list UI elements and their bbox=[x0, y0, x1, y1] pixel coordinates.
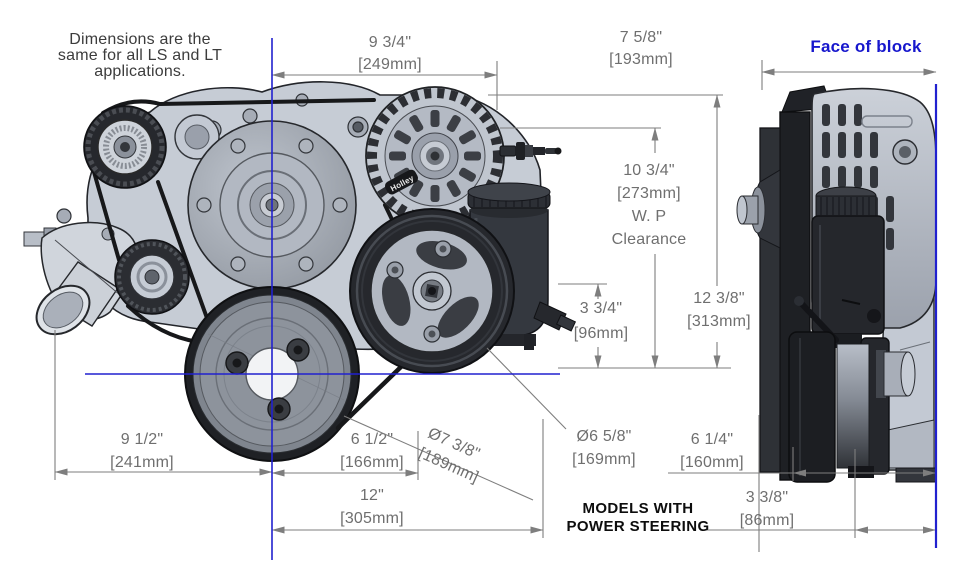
alternator-adjuster-stud bbox=[499, 142, 562, 160]
dim-height-overall-in: 12 3/8" bbox=[693, 290, 745, 307]
dim-side-depth-top: 7 5/8" [193mm] bbox=[609, 29, 937, 552]
belt-crank-to-ps bbox=[335, 359, 409, 431]
dim-ps-pulley-dia-mm: [169mm] bbox=[572, 451, 636, 468]
idler-pulley bbox=[114, 239, 190, 315]
dim-wp-clearance-note1: W. P bbox=[632, 208, 667, 225]
dim-wp-clearance: 10 3/4" [273mm] W. P Clearance bbox=[612, 127, 687, 369]
power-steering-pulley bbox=[349, 208, 515, 374]
note-block: Dimensions are the same for all LS and L… bbox=[58, 31, 222, 80]
tensioner-boss bbox=[174, 114, 220, 160]
side-view bbox=[736, 85, 937, 483]
dim-belt-to-block-in: 3 3/8" bbox=[746, 489, 788, 506]
dim-wp-outlet: 9 1/2" [241mm] bbox=[54, 330, 273, 480]
dim-wp-clearance-mm: [273mm] bbox=[617, 185, 681, 202]
dim-ps-port-in: 3 3/4" bbox=[580, 300, 622, 317]
dim-front-width-top-in: 9 3/4" bbox=[369, 34, 411, 51]
dim-front-width-top-mm: [249mm] bbox=[358, 56, 422, 73]
note-line-3: applications. bbox=[94, 63, 186, 80]
tensioner-pulley bbox=[83, 105, 167, 189]
dim-ps-pulley-dia-in: Ø6 5/8" bbox=[576, 428, 631, 445]
dim-ps-port-mm: [96mm] bbox=[574, 325, 629, 342]
ps-pump-side bbox=[794, 186, 885, 348]
dim-ps-pulley-dia: Ø6 5/8" [169mm] bbox=[486, 347, 636, 468]
alternator-vent-slots bbox=[389, 110, 481, 202]
dim-pulley-to-block-in: 6 1/4" bbox=[691, 431, 733, 448]
dim-wp-outlet-in: 9 1/2" bbox=[121, 431, 163, 448]
dim-wp-clearance-in: 10 3/4" bbox=[623, 162, 675, 179]
dim-belt-to-block: 3 3/8" [86mm] bbox=[700, 449, 936, 538]
dim-belt-to-block-mm: [86mm] bbox=[740, 512, 795, 529]
crank-pulley-bolts bbox=[225, 338, 310, 421]
dim-overall-width: 12" [305mm] bbox=[271, 419, 544, 538]
ps-pump-shaft-boot bbox=[736, 169, 781, 249]
dim-height-overall-mm: [313mm] bbox=[687, 313, 751, 330]
dim-crank-to-ps-mm: [166mm] bbox=[340, 454, 404, 471]
dim-ps-port: 3 3/4" [96mm] bbox=[558, 283, 629, 369]
front-view: Holley bbox=[23, 81, 577, 462]
face-of-block-label: Face of block bbox=[810, 37, 922, 56]
dim-wp-clearance-note2: Clearance bbox=[612, 231, 687, 248]
ps-pulley-bolts bbox=[386, 240, 452, 343]
dim-front-width-top: 9 3/4" [249mm] bbox=[271, 34, 498, 110]
dim-height-overall: 12 3/8" [313mm] bbox=[687, 94, 751, 369]
centerlines bbox=[85, 38, 938, 560]
note-line-2: same for all LS and LT bbox=[58, 47, 222, 64]
models-label: MODELS WITH POWER STEERING bbox=[566, 500, 709, 535]
dim-crank-to-ps-in: 6 1/2" bbox=[351, 431, 393, 448]
dim-crank-to-ps: 6 1/2" [166mm] bbox=[271, 431, 419, 480]
crank-pulley-side bbox=[788, 331, 916, 483]
dim-wp-outlet-mm: [241mm] bbox=[110, 454, 174, 471]
dim-side-depth-top-in: 7 5/8" bbox=[620, 29, 662, 46]
models-label-line-2: POWER STEERING bbox=[566, 518, 709, 535]
note-line-1: Dimensions are the bbox=[69, 31, 210, 48]
models-label-line-1: MODELS WITH bbox=[582, 500, 693, 517]
dim-side-depth-top-mm: [193mm] bbox=[609, 51, 673, 68]
dim-pulley-to-block-mm: [160mm] bbox=[680, 454, 744, 471]
dim-overall-width-in: 12" bbox=[360, 487, 384, 504]
dim-pulley-to-block: 6 1/4" [160mm] bbox=[668, 431, 936, 481]
dim-overall-width-mm: [305mm] bbox=[340, 510, 404, 527]
